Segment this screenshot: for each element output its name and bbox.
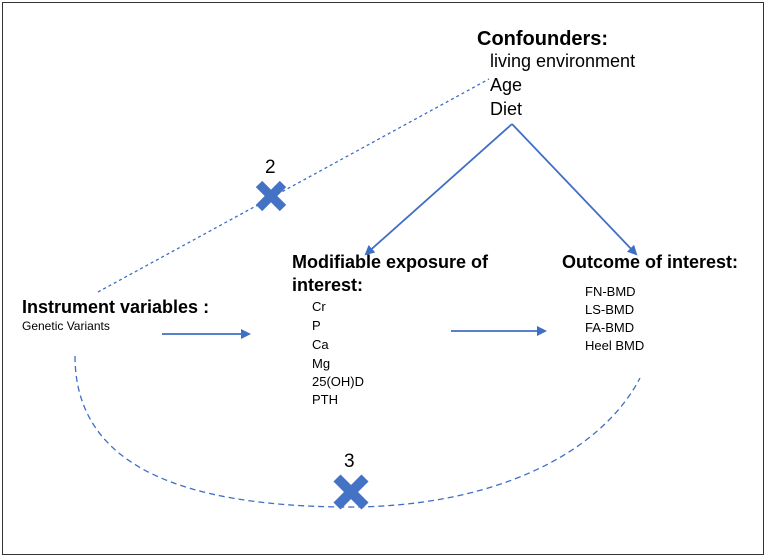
cross-mark-icon xyxy=(255,180,287,212)
confounder-item: Diet xyxy=(490,99,523,119)
cross-mark-icon xyxy=(333,474,369,510)
outcome-item: FA-BMD xyxy=(585,320,635,335)
outcome-item: Heel BMD xyxy=(585,338,645,353)
confounders-title: Confounders: xyxy=(477,28,609,50)
exposure-item: Mg xyxy=(312,356,331,371)
outcome-item: LS-BMD xyxy=(585,302,635,317)
arrow-confounders-to-exposure xyxy=(364,123,513,256)
cross-label-2: 2 xyxy=(265,157,276,178)
exposure-item: Ca xyxy=(312,337,329,352)
outcome-item: FN-BMD xyxy=(585,284,636,299)
exposure-item: PTH xyxy=(312,392,338,407)
cross-label-3: 3 xyxy=(344,451,355,472)
dotted-path-instrument-to-confounders xyxy=(97,78,490,293)
exposure-title-line2: interest: xyxy=(292,275,364,295)
outcome-title: Outcome of interest: xyxy=(562,252,739,272)
instrument-subtitle: Genetic Variants xyxy=(22,319,110,333)
exposure-item: Cr xyxy=(312,299,326,314)
confounder-item: Age xyxy=(490,75,523,95)
instrument-title: Instrument variables : xyxy=(22,297,210,317)
exposure-title: Modifiable exposure of xyxy=(292,252,489,272)
exposure-item: P xyxy=(312,318,321,333)
arrow-confounders-to-outcome xyxy=(511,123,638,256)
exposure-item: 25(OH)D xyxy=(312,374,365,389)
confounder-item: living environment xyxy=(490,51,636,71)
